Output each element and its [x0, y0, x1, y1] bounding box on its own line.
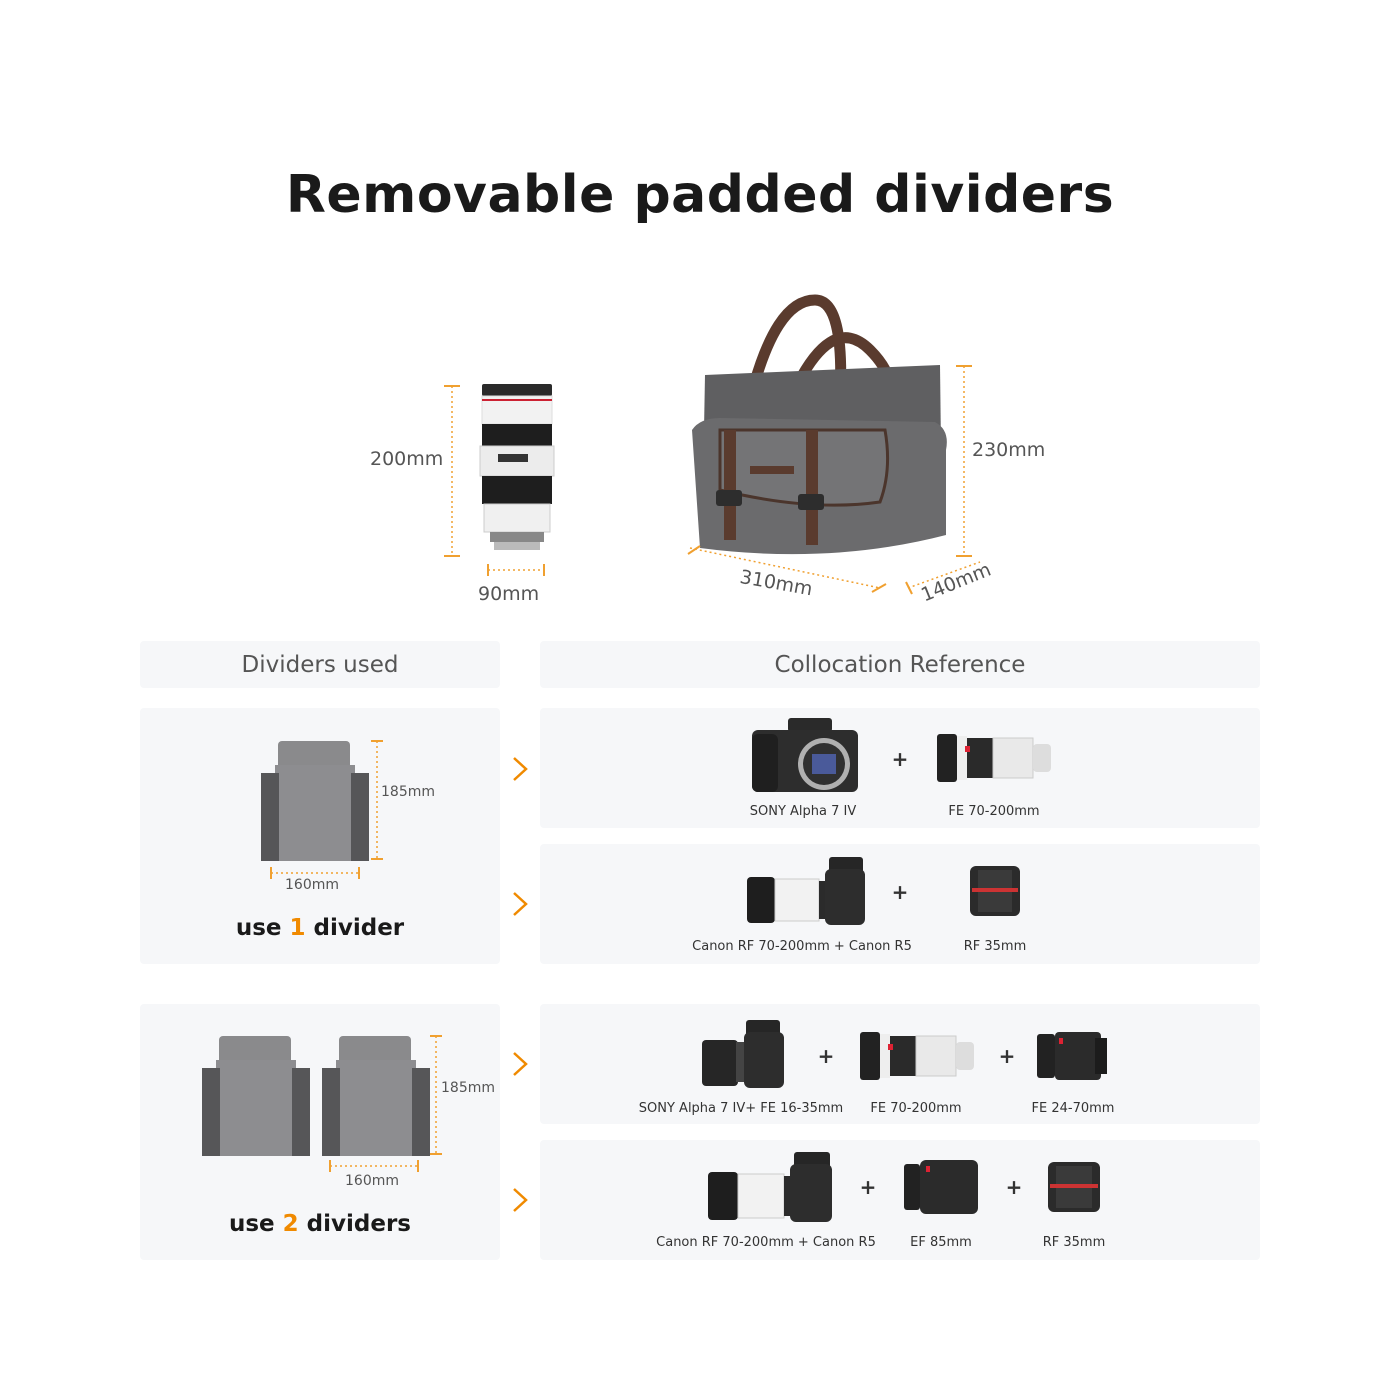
chevron-right-icon: [513, 757, 528, 781]
chevron-right-icon: [513, 1188, 528, 1212]
bag-height-label: 230mm: [972, 439, 1046, 461]
telephoto-lens-icon: [937, 734, 1051, 782]
item-caption: Canon RF 70-200mm + Canon R5: [656, 1235, 876, 1250]
mirrorless-camera-icon: [708, 1152, 832, 1222]
item-caption: SONY Alpha 7 IV: [749, 804, 857, 819]
prime-lens-icon: [904, 1160, 978, 1214]
page-title: Removable padded dividers: [285, 165, 1115, 225]
divider2-height-label: 185mm: [441, 1080, 495, 1096]
divider-icon: [261, 740, 383, 879]
lens-height-label: 200mm: [370, 448, 444, 470]
divider-icon: [202, 1035, 442, 1172]
divider2-width-label: 160mm: [345, 1173, 399, 1189]
telephoto-lens-icon: [444, 384, 555, 576]
mirrorless-camera-icon: [747, 857, 865, 925]
chevron-right-icon: [513, 1052, 528, 1076]
zoom-lens-icon: [1037, 1032, 1107, 1080]
plus-sign: +: [1005, 1175, 1023, 1199]
plus-sign: +: [998, 1044, 1016, 1068]
prime-lens-icon: [970, 866, 1020, 916]
mirrorless-camera-icon: [702, 1020, 784, 1088]
telephoto-lens-icon: [860, 1032, 974, 1080]
use-1-divider-label: use 1 divider: [235, 915, 405, 941]
item-caption: FE 24-70mm: [1031, 1101, 1115, 1116]
divider1-height-label: 185mm: [381, 784, 435, 800]
dividers-header-label: Dividers used: [241, 651, 399, 678]
use-2-dividers-label: use 2 dividers: [228, 1211, 411, 1237]
plus-sign: +: [817, 1044, 835, 1068]
collocation-header-label: Collocation Reference: [774, 651, 1026, 678]
chevron-right-icon: [513, 892, 528, 916]
camera-bag-icon: [687, 294, 981, 595]
item-caption: FE 70-200mm: [870, 1101, 962, 1116]
item-caption: Canon RF 70-200mm + Canon R5: [692, 939, 912, 954]
item-caption: SONY Alpha 7 IV+ FE 16-35mm: [638, 1101, 844, 1116]
item-caption: RF 35mm: [963, 939, 1027, 954]
dividers-header: Dividers used: [140, 641, 500, 688]
plus-sign: +: [891, 747, 909, 771]
mirrorless-camera-icon: [752, 718, 858, 792]
prime-lens-icon: [1048, 1162, 1100, 1212]
collocation-row-1-2: [540, 844, 1260, 964]
plus-sign: +: [859, 1175, 877, 1199]
item-caption: EF 85mm: [910, 1235, 972, 1250]
collocation-header: Collocation Reference: [540, 641, 1260, 688]
item-caption: RF 35mm: [1042, 1235, 1106, 1250]
collocation-row-1-1: [540, 708, 1260, 828]
lens-width-label: 90mm: [478, 583, 540, 605]
collocation-row-2-2: [540, 1140, 1260, 1260]
divider1-width-label: 160mm: [285, 877, 339, 893]
item-caption: FE 70-200mm: [948, 804, 1040, 819]
divider-panel-2: [140, 1004, 500, 1260]
plus-sign: +: [891, 880, 909, 904]
